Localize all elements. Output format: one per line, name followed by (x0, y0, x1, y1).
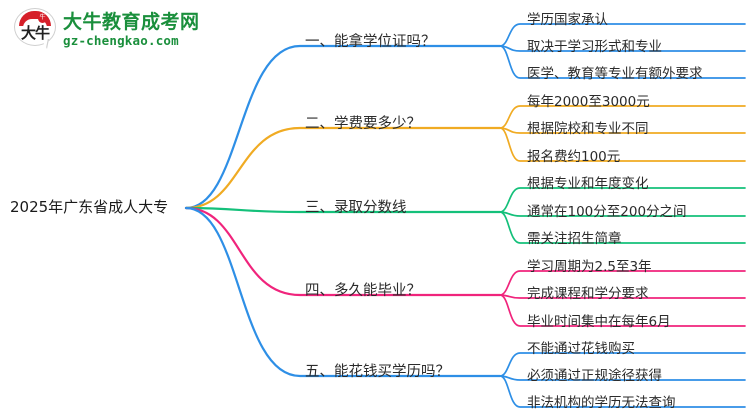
leaf-5-3: 非法机构的学历无法查询 (527, 395, 676, 411)
logo-badge-icon: 牛 (38, 14, 47, 23)
speech-bubble-tail-icon (41, 38, 48, 48)
branch-title-1: 一、能拿学位证吗？ (305, 34, 436, 50)
site-logo: 大牛 牛 大牛教育成考网 gz-chengkao.com (14, 8, 200, 50)
logo-icon: 大牛 牛 (14, 8, 56, 50)
leaf-4-2: 完成课程和学分要求 (527, 286, 649, 302)
leaf-2-3: 报名费约100元 (527, 149, 621, 165)
logo-subtitle: gz-chengkao.com (63, 32, 179, 48)
logo-title: 大牛教育成考网 (63, 10, 200, 33)
leaf-3-1: 根据专业和年度变化 (527, 176, 649, 192)
branch-title-5: 五、能花钱买学历吗？ (305, 364, 450, 380)
root-node-label: 2025年广东省成人大专 (10, 198, 169, 216)
branch-title-4: 四、多久能毕业？ (305, 283, 421, 299)
leaf-3-2: 通常在100分至200分之间 (527, 204, 687, 220)
leaf-1-2: 取决于学习形式和专业 (527, 39, 662, 55)
branch-title-2: 二、学费要多少？ (305, 116, 421, 132)
leaf-2-2: 根据院校和专业不同 (527, 121, 649, 137)
leaf-1-1: 学历国家承认 (527, 12, 608, 28)
logo-text-block: 大牛教育成考网 gz-chengkao.com (63, 11, 200, 48)
leaf-5-2: 必须通过正规途径获得 (527, 368, 662, 384)
leaf-3-3: 需关注招生简章 (527, 231, 622, 247)
leaf-4-3: 毕业时间集中在每年6月 (527, 314, 671, 330)
logo-mark-text: 大牛 (20, 24, 50, 42)
leaf-5-1: 不能通过花钱购买 (527, 341, 635, 357)
branch-title-3: 三、录取分数线 (305, 200, 407, 216)
leaf-1-3: 医学、教育等专业有额外要求 (527, 66, 703, 82)
leaf-2-1: 每年2000至3000元 (527, 94, 650, 110)
leaf-4-1: 学习周期为2.5至3年 (527, 259, 652, 275)
